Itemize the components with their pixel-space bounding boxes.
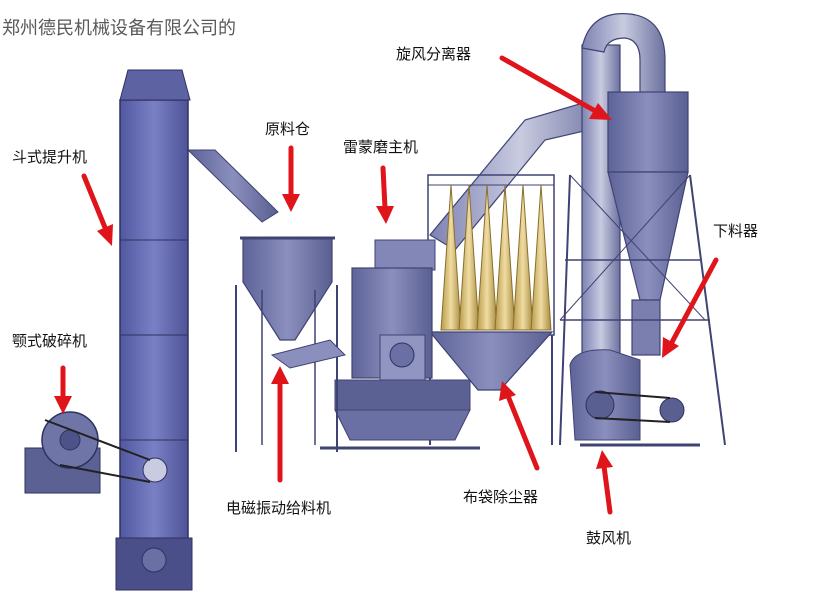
jaw-crusher xyxy=(24,411,168,494)
label-vibrating-feeder: 电磁振动给料机 xyxy=(226,499,332,517)
blower-fan xyxy=(569,349,700,447)
elevator-chute xyxy=(186,149,279,223)
company-watermark: 郑州德民机械设备有限公司的 xyxy=(2,18,236,39)
raw-material-bin xyxy=(235,236,338,452)
bag-filter xyxy=(427,174,555,445)
bucket-elevator xyxy=(115,69,193,591)
raymond-main-mill xyxy=(320,239,480,450)
arrow-cyclone xyxy=(499,55,612,120)
cyclone-separator xyxy=(429,13,726,446)
arrow-jaw-crusher xyxy=(54,365,72,414)
arrow-bag-filter xyxy=(499,381,540,471)
label-main-mill: 雷蒙磨主机 xyxy=(343,138,419,156)
label-bag-filter: 布袋除尘器 xyxy=(463,488,539,506)
arrow-bucket-elevator xyxy=(81,173,113,246)
label-cyclone: 旋风分离器 xyxy=(396,45,472,63)
label-blower: 鼓风机 xyxy=(586,529,632,547)
label-discharger: 下料器 xyxy=(713,222,759,240)
vibrating-feeder xyxy=(270,339,346,369)
label-jaw-crusher: 颚式破碎机 xyxy=(12,332,88,350)
arrow-main-mill xyxy=(376,165,394,224)
arrow-blower xyxy=(596,450,613,515)
arrow-vibrating-feeder xyxy=(271,366,289,483)
label-raw-bin: 原料仓 xyxy=(265,120,311,138)
arrow-raw-bin xyxy=(282,145,300,212)
label-bucket-elevator: 斗式提升机 xyxy=(12,148,88,166)
arrow-discharger xyxy=(662,257,719,358)
